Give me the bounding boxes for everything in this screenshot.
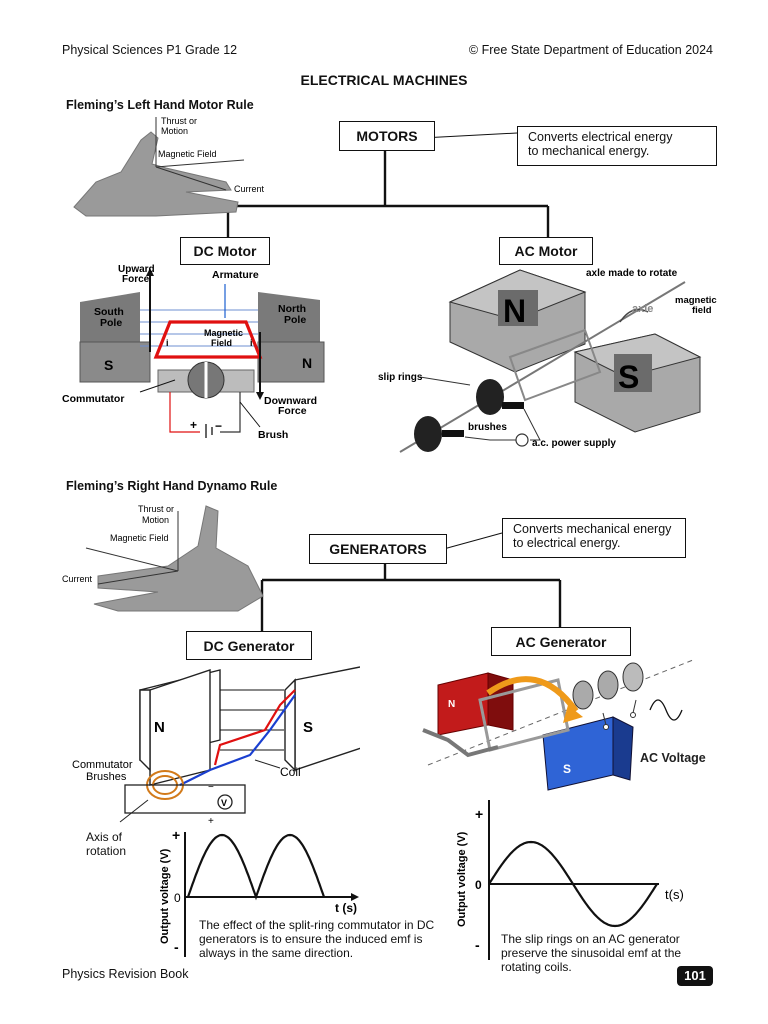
axle-rotate-label: axle made to rotate	[586, 268, 678, 279]
left-hand-illustration: Thrust or Motion Magnetic Field Current	[73, 116, 265, 217]
south-pole-label-2: Pole	[100, 317, 122, 329]
page-title: ELECTRICAL MACHINES	[300, 72, 468, 88]
dcg-coil-label: Coil	[280, 765, 301, 779]
brushes-label: brushes	[468, 422, 507, 433]
ac-caption: The slip rings on an AC generator preser…	[501, 932, 682, 974]
dc-graph-xlabel: t (s)	[335, 901, 357, 915]
ac-power-supply-label: a.c. power supply	[532, 438, 616, 449]
footer-left: Physics Revision Book	[62, 967, 189, 981]
s-pole-letter: S	[104, 357, 113, 373]
dc-generator-diagram: N S Commutator Brushes Coil V − +	[72, 666, 360, 827]
upward-force-label-2: Force	[122, 274, 150, 285]
motors-box: MOTORS	[339, 121, 435, 151]
page-number: 101	[677, 966, 713, 986]
ac-magnetic-field-label-1: magnetic	[675, 295, 717, 306]
slip-rings-label: slip rings	[378, 372, 423, 383]
left-hand-rule-title: Fleming’s Left Hand Motor Rule	[66, 98, 254, 112]
dc-output-graph: + 0 - t (s) Output voltage (V)	[159, 827, 359, 957]
commutator-label: Commutator	[62, 393, 124, 405]
downward-force-label-2: Force	[278, 405, 307, 417]
header-right: © Free State Department of Education 202…	[468, 43, 713, 57]
dcg-s-letter: S	[303, 719, 313, 736]
brush-label: Brush	[258, 429, 288, 441]
motors-desc-line1: Converts electrical energy	[528, 130, 673, 144]
rh-current-label: Current	[62, 574, 93, 584]
header-left: Physical Sciences P1 Grade 12	[62, 43, 238, 57]
left-hand-shape	[73, 131, 239, 217]
lh-field-label: Magnetic Field	[158, 149, 217, 159]
dc-caption: The effect of the split-ring commutator …	[199, 918, 435, 960]
dc-motor-box: DC Motor	[180, 237, 270, 265]
ac-graph-ylabel: Output voltage (V)	[456, 831, 468, 927]
dcg-commutator-label: Commutator	[72, 759, 133, 771]
battery-plus: +	[190, 418, 197, 432]
ac-sine-curve	[488, 840, 658, 928]
upward-force-label-1: Upward	[118, 264, 155, 275]
motors-desc-line2: to mechanical energy.	[528, 144, 650, 158]
acg-n-letter: N	[448, 699, 455, 710]
magnetic-field-label-2: Field	[211, 338, 232, 348]
lh-current-label: Current	[234, 184, 265, 194]
motors-description: Converts electrical energy to mechanical…	[517, 126, 717, 166]
ac-output-graph: + 0 - t(s) Output voltage (V)	[456, 800, 684, 960]
armature-label: Armature	[212, 269, 259, 281]
north-pole-label-1: North	[278, 303, 306, 315]
downward-force-label-1: Downward	[264, 395, 317, 407]
dc-graph-ylabel: Output voltage (V)	[159, 848, 171, 944]
axle-label: axle	[632, 303, 653, 315]
north-pole-label-2: Pole	[284, 314, 306, 326]
ac-magnetic-field-label-2: field	[692, 305, 712, 316]
generators-desc-line1: Converts mechanical energy	[513, 522, 672, 536]
lh-thrust-label: Thrust or	[161, 116, 197, 126]
axis-label-1: Axis of	[86, 830, 123, 844]
rh-motion-label: Motion	[142, 515, 169, 525]
generators-box: GENERATORS	[309, 534, 447, 564]
acg-s-letter: S	[563, 762, 571, 776]
dc-rectified-curve	[186, 833, 326, 901]
dcg-voltmeter-v: V	[221, 798, 227, 808]
ac-generator-box: AC Generator	[491, 627, 631, 656]
battery-minus: −	[215, 419, 222, 433]
dcg-plus: +	[208, 816, 214, 827]
right-hand-shape	[93, 505, 264, 612]
axis-label-2: rotation	[86, 844, 127, 858]
rh-field-label: Magnetic Field	[110, 533, 169, 543]
lh-motion-label: Motion	[161, 126, 188, 136]
axis-of-rotation-label: Axis of rotation	[86, 830, 126, 858]
generators-description: Converts mechanical energy to electrical…	[502, 518, 686, 558]
current-i-left: i	[166, 338, 169, 348]
ac-generator-diagram: N S AC Voltage	[422, 659, 706, 791]
dc-graph-plus: +	[172, 827, 180, 843]
n-pole-letter: N	[302, 355, 312, 371]
dcg-n-letter: N	[154, 719, 165, 736]
ac-motor-diagram: axle made to rotate axle magnetic field …	[378, 268, 717, 453]
right-hand-illustration: Thrust or Motion Magnetic Field Current	[62, 504, 264, 612]
dcg-brushes-label: Brushes	[86, 771, 127, 783]
ac-voltage-label: AC Voltage	[640, 751, 706, 765]
right-hand-rule-title: Fleming’s Right Hand Dynamo Rule	[66, 479, 278, 493]
ac-motor-box: AC Motor	[499, 237, 593, 265]
dc-motor-diagram: Upward Force Armature South Pole North P…	[62, 264, 325, 441]
ac-graph-zero: 0	[475, 878, 482, 892]
dc-generator-box: DC Generator	[186, 631, 312, 660]
rh-thrust-label: Thrust or	[138, 504, 174, 514]
ac-n-letter: N	[503, 293, 526, 329]
generators-desc-line2: to electrical energy.	[513, 536, 621, 550]
dc-graph-zero: 0	[174, 891, 181, 905]
ac-graph-xlabel: t(s)	[665, 887, 684, 902]
current-i-right: i	[250, 338, 253, 348]
dc-graph-minus: -	[174, 939, 179, 955]
ac-graph-plus: +	[475, 806, 483, 822]
ac-s-letter: S	[618, 359, 639, 395]
ac-graph-minus: -	[475, 937, 480, 953]
magnetic-field-label-1: Magnetic	[204, 328, 243, 338]
south-pole-label-1: South	[94, 306, 124, 318]
dcg-minus: −	[208, 782, 214, 793]
